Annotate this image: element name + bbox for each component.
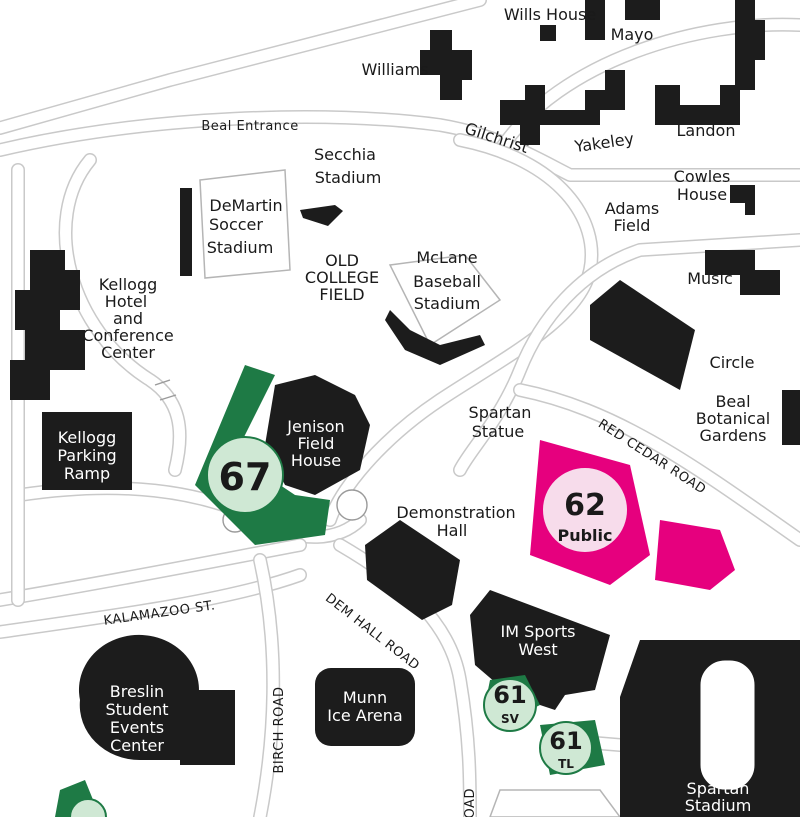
lot-67-badge[interactable]: 67 (206, 436, 284, 514)
label-mclane-1: McLane (416, 248, 477, 267)
lot-62-badge[interactable]: 62 Public (541, 466, 629, 554)
yakeley-building (500, 70, 625, 145)
label-yakeley: Yakeley (572, 129, 635, 156)
label-wills-house: Wills House (504, 5, 596, 24)
label-im-circle-2: Circle (710, 353, 755, 372)
label-jenison-2: Field (298, 434, 335, 453)
munn-building (315, 668, 415, 746)
lot-61sv-label: SV (501, 712, 520, 726)
breslin-building (78, 634, 235, 765)
lot-61tl-number: 61 (549, 727, 582, 755)
label-beal-3: Gardens (700, 426, 767, 445)
demartin-stands (180, 188, 192, 276)
label-mayo: Mayo (611, 25, 654, 44)
label-old-college-1: OLD (325, 251, 359, 270)
dorm-right-building (735, 0, 765, 90)
label-dem-hall-2: Hall (437, 521, 468, 540)
kellogg-ramp-building (42, 412, 132, 490)
label-ramp-3: Ramp (64, 464, 110, 483)
buildings (10, 0, 800, 817)
label-beal-2: Botanical (696, 409, 770, 428)
mayo-building (585, 0, 660, 40)
label-cowles-2: House (677, 185, 727, 204)
label-adams-1: Adams (605, 199, 660, 218)
label-breslin-4: Center (110, 736, 164, 755)
label-spartan-statue-2: Statue (472, 422, 525, 441)
lot-62b-area (655, 520, 735, 590)
label-cowles-1: Cowles (674, 167, 731, 186)
lot-61tl-badge[interactable]: 61 TL (539, 721, 593, 775)
label-breslin-3: Events (110, 718, 164, 737)
label-kellogg-2: Hotel (105, 292, 147, 311)
lot-61sv-number: 61 (493, 681, 526, 709)
williams-building (420, 30, 472, 100)
spartan-stadium-field (699, 659, 756, 791)
label-mclane-3: Stadium (414, 294, 481, 313)
cowles-house-building (730, 185, 755, 215)
label-im-west-1: IM Sports (501, 622, 576, 641)
label-spartan-statue-1: Spartan (469, 403, 532, 422)
label-beal-entrance: Beal Entrance (201, 119, 298, 134)
label-beal-1: Beal (715, 392, 750, 411)
label-birch-road: BIRCH ROAD (272, 686, 287, 773)
im-sports-circle-building (590, 280, 695, 390)
label-demartin-1: DeMartin (209, 196, 282, 215)
label-breslin-2: Student (106, 700, 169, 719)
label-demartin-3: Stadium (207, 238, 274, 257)
landon-building (655, 85, 740, 125)
secchia-stands (300, 205, 343, 226)
label-mclane-2: Baseball (413, 272, 481, 291)
label-munn-1: Munn (343, 688, 387, 707)
label-im-west-2: West (518, 640, 557, 659)
label-road-fragment: ROAD (463, 788, 478, 817)
label-spartan-stadium-2: Stadium (685, 796, 752, 815)
beal-building (782, 390, 800, 445)
kellogg-center-building (10, 250, 85, 400)
label-ramp-1: Kellogg (58, 428, 117, 447)
lot-61sv-badge[interactable]: 61 SV (483, 678, 537, 732)
label-music: Music (687, 269, 733, 288)
label-jenison-3: House (291, 451, 341, 470)
lot-62-number: 62 (564, 488, 606, 523)
mclane-stands (385, 310, 485, 365)
map-labels: Wills House Mayo Williams Yakeley Landon… (57, 5, 770, 817)
lot-bottom-left-badge[interactable] (69, 798, 107, 817)
label-demartin-2: Soccer (209, 215, 263, 234)
label-kellogg-1: Kellogg (99, 275, 158, 294)
label-im-circle-1: IM Sports (695, 336, 770, 355)
demonstration-hall-building (365, 520, 460, 620)
label-kellogg-3: and (113, 309, 143, 328)
lot-67-number: 67 (219, 455, 272, 499)
sports-fields (154, 169, 621, 817)
label-old-college-3: FIELD (319, 285, 364, 304)
label-kellogg-4: Conference (82, 326, 173, 345)
label-adams-2: Field (614, 216, 651, 235)
label-secchia-1: Secchia (314, 145, 376, 164)
label-jenison-1: Jenison (286, 417, 344, 436)
label-kellogg-5: Center (101, 343, 155, 362)
music-building (705, 250, 780, 295)
label-dem-hall-1: Demonstration (396, 503, 515, 522)
label-breslin-1: Breslin (110, 682, 164, 701)
label-williams: Williams (362, 60, 429, 79)
label-secchia-2: Stadium (315, 168, 382, 187)
label-spartan-stadium-1: Spartan (687, 779, 750, 798)
label-munn-2: Ice Arena (327, 706, 402, 725)
wills-house-building (540, 25, 556, 41)
label-ramp-2: Parking (57, 446, 116, 465)
label-old-college-2: COLLEGE (305, 268, 379, 287)
lot-61tl-label: TL (558, 757, 574, 771)
label-landon: Landon (677, 121, 736, 140)
jenison-building (265, 375, 370, 495)
lot-62-label: Public (557, 526, 612, 545)
